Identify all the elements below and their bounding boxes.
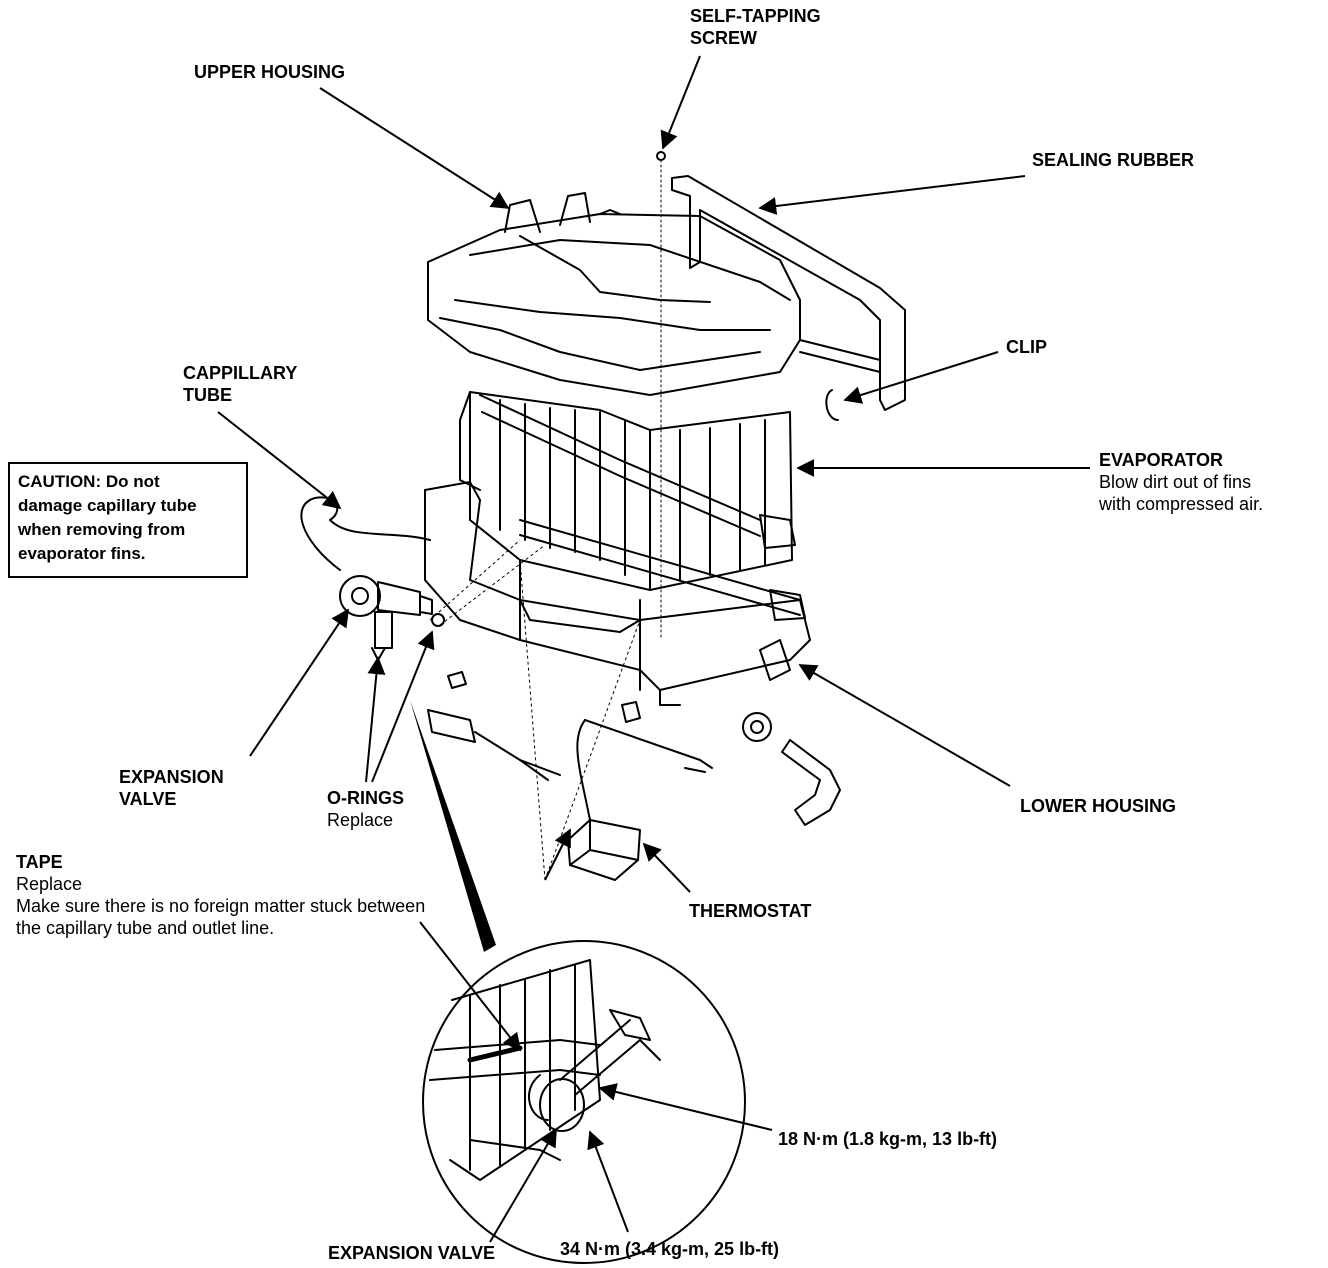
upper-housing-drawing (427, 192, 801, 396)
arrow-capillary-tube (217, 411, 342, 510)
label-expansion-valve: EXPANSION VALVE (119, 767, 224, 809)
label-o-rings: O-RINGS Replace (327, 788, 405, 830)
drain-hose-drawing (742, 712, 841, 826)
arrow-expansion-valve-detail (489, 1128, 557, 1243)
arrow-sealing-rubber (758, 175, 1026, 215)
expansion-valve-drawing (371, 581, 445, 661)
arrow-self-tapping-screw (660, 55, 701, 150)
arrow-lower-housing (798, 664, 1011, 787)
arrow-torque-18 (598, 1083, 773, 1131)
detail-evaporator-drawing (429, 959, 661, 1181)
label-torque-18: 18 N·m (1.8 kg-m, 13 lb-ft) (778, 1129, 998, 1149)
arrow-upper-housing (319, 87, 510, 209)
detail-circle (422, 940, 746, 1264)
label-evaporator: EVAPORATOR Blow dirt out of fins with co… (1099, 450, 1264, 514)
label-lower-housing: LOWER HOUSING (1020, 796, 1176, 816)
evaporator-drawing (459, 391, 806, 621)
arrow-o-ring-2 (371, 630, 435, 783)
lower-housing-drawing (424, 481, 811, 706)
detail-pointer-wedge (410, 700, 496, 952)
label-thermostat: THERMOSTAT (689, 901, 812, 921)
arrow-o-ring-1 (365, 656, 386, 783)
arrow-clip (843, 351, 999, 404)
arrow-thermostat-2 (544, 828, 571, 881)
label-tape: TAPE Replace Make sure there is no forei… (16, 852, 426, 938)
leader-arrows (217, 55, 1090, 1243)
sealing-rubber-drawing (671, 175, 906, 411)
thermostat-drawing (427, 709, 713, 881)
label-expansion-valve-detail: EXPANSION VALVE (328, 1243, 496, 1263)
screw-drawing (447, 671, 467, 689)
label-self-tapping-screw: SELF-TAPPING SCREW (690, 6, 821, 48)
label-clip: CLIP (1006, 337, 1048, 357)
label-sealing-rubber: SEALING RUBBER (1032, 150, 1195, 170)
label-torque-34: 34 N·m (3.4 kg-m, 25 lb-ft) (560, 1239, 780, 1259)
capillary-tube-drawing (300, 496, 431, 617)
tape-mark (467, 1045, 523, 1063)
plug-drawing (621, 701, 641, 723)
caution-box: CAUTION: Do not damage capillary tube wh… (8, 462, 248, 578)
label-capillary-tube: CAPPILLARY TUBE (183, 363, 298, 405)
arrow-expansion-valve (249, 608, 350, 757)
arrow-torque-34 (587, 1130, 629, 1233)
self-tapping-screw-drawing (656, 151, 666, 161)
arrow-thermostat (642, 842, 691, 893)
clip-drawing (825, 389, 839, 421)
arrow-tape (419, 921, 522, 1052)
label-upper-housing: UPPER HOUSING (194, 62, 346, 82)
